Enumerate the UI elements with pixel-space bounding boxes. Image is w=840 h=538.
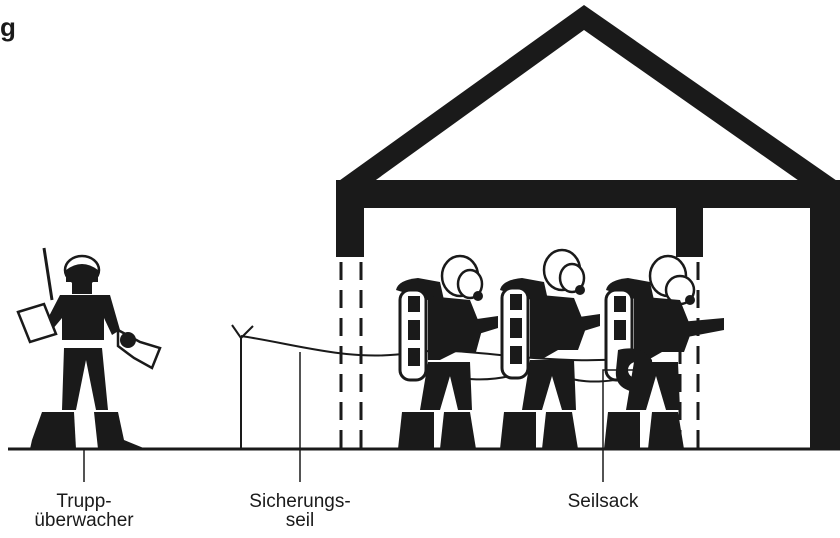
label-seilsack-line1: Seilsack [555,492,651,511]
label-sicherungsseil-line2: seil [236,511,364,530]
legs [62,348,108,410]
rope-anchor [232,325,253,449]
radio-antenna [44,248,52,300]
clipboard [18,304,56,342]
trupp-ueberwacher-figure [18,248,160,449]
house-roof [336,5,840,206]
firefighter-3 [604,256,724,449]
label-seilsack: Seilsack [555,492,651,511]
house-right-wall [810,200,840,449]
house-left-wall-stub [336,205,364,257]
house-inner-post-stub [676,205,703,257]
label-sicherungsseil-line1: Sicherungs- [236,492,364,511]
house [336,5,840,449]
boot-left [30,412,76,449]
house-beam [336,180,840,208]
label-truppueberwacher-line2: überwacher [28,511,140,530]
boot-right [94,412,146,449]
torso [46,295,120,345]
firefighter-2 [500,250,600,449]
label-sicherungsseil: Sicherungs- seil [236,492,364,530]
label-truppueberwacher: Trupp- überwacher [28,492,140,530]
label-truppueberwacher-line1: Trupp- [28,492,140,511]
